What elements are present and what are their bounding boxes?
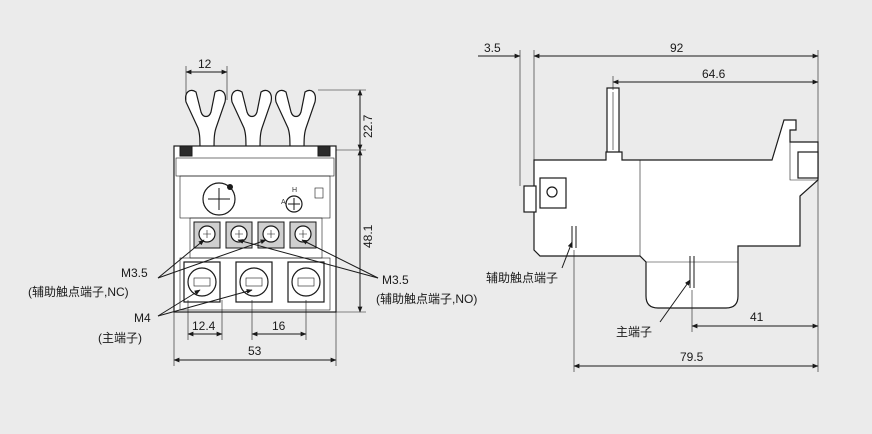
indicator-window <box>314 187 324 199</box>
fork-terminals <box>185 89 316 153</box>
fork-terminal-middle <box>231 89 272 153</box>
main-terminal-row <box>179 257 331 311</box>
dim-label-12-4: 12.4 <box>192 319 216 333</box>
dial-cross <box>208 188 230 210</box>
main-terminal-block <box>179 257 331 311</box>
side-view: 3.5 92 64.6 41 79.5 辅助触点端子 <box>478 41 819 372</box>
housing-tab-right <box>317 145 331 157</box>
dim-main-terminal-pitch: 12.4 16 <box>187 300 307 340</box>
leader-line <box>157 289 253 317</box>
housing-tab-left <box>179 145 193 157</box>
aux-screw-slots <box>203 230 307 238</box>
main-screw-slot-2 <box>245 277 263 287</box>
side-housing <box>533 119 819 309</box>
side-knob <box>523 185 537 213</box>
callout-aux-no-size: M3.5 <box>382 273 409 287</box>
dim-label-41: 41 <box>750 310 764 324</box>
main-screw-2 <box>239 267 269 297</box>
leader-line <box>237 239 379 279</box>
leader-line <box>301 239 379 279</box>
fork-terminal-left <box>185 89 226 153</box>
main-screw-slot-3 <box>297 277 315 287</box>
dim-label-79-5: 79.5 <box>680 350 704 364</box>
reset-cross <box>288 198 300 210</box>
dim-label-48-1: 48.1 <box>361 224 375 248</box>
callout-aux-nc: M3.5 (辅助触点端子,NC) <box>28 239 267 299</box>
main-screw-3 <box>291 267 321 297</box>
leader-line <box>157 239 205 279</box>
dim-total-depth: 79.5 <box>573 250 819 372</box>
side-rail-clip <box>797 151 819 179</box>
side-rail-hook <box>789 142 818 181</box>
callout-side-main: 主端子 <box>616 279 691 339</box>
leader-line <box>157 239 267 279</box>
callout-aux-no: M3.5 (辅助触点端子,NO) <box>237 239 477 306</box>
main-screw-slot-1 <box>193 277 211 287</box>
callout-side-aux-label: 辅助触点端子 <box>486 271 558 285</box>
dim-side-top: 3.5 92 <box>478 41 819 186</box>
callout-main-size: M4 <box>134 311 151 325</box>
dim-label-64-6: 64.6 <box>702 67 726 81</box>
callout-aux-nc-desc: (辅助触点端子,NC) <box>28 285 129 299</box>
callout-main-desc: (主端子) <box>98 331 142 345</box>
dim-label-92: 92 <box>670 41 684 55</box>
side-dial-circle <box>546 186 558 198</box>
dim-depth-to-main: 41 <box>691 180 819 372</box>
fork-terminal-right <box>275 89 316 153</box>
dim-terminal-height: 22.7 <box>318 89 375 151</box>
dial-letter-a: A <box>281 199 286 206</box>
main-screw-1 <box>187 267 217 297</box>
dim-depth-to-rail: 64.6 <box>612 67 819 90</box>
front-view: H A <box>28 57 477 366</box>
callout-side-main-label: 主端子 <box>616 325 652 339</box>
callout-main: M4 (主端子) <box>98 289 253 345</box>
dim-label-16: 16 <box>272 319 286 333</box>
leader-line <box>157 289 201 317</box>
leader-line <box>561 241 573 269</box>
dim-label-53: 53 <box>248 344 262 358</box>
dim-label-12: 12 <box>198 57 212 71</box>
dim-label-22-7: 22.7 <box>361 114 375 138</box>
callout-side-aux: 辅助触点端子 <box>486 241 573 285</box>
dial-marker <box>227 184 233 190</box>
dim-label-3-5: 3.5 <box>484 41 501 55</box>
dial-letter-h: H <box>292 187 297 194</box>
dim-terminal-pitch-top: 12 <box>185 57 228 100</box>
aux-terminal-row <box>189 217 323 259</box>
dim-body-height: 48.1 <box>336 149 375 313</box>
callout-aux-nc-size: M3.5 <box>121 266 148 280</box>
dim-overall-width: 53 <box>173 312 337 366</box>
leader-line <box>659 279 691 323</box>
callout-aux-no-desc: (辅助触点端子,NO) <box>376 292 477 306</box>
